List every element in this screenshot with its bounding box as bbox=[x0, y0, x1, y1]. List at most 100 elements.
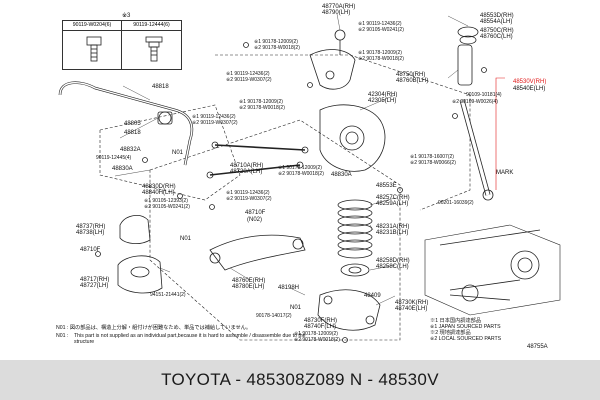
label-48530V-highlighted: 48530V(RH) bbox=[513, 79, 547, 85]
coil-spring bbox=[337, 199, 373, 259]
label-90178-14017: 90178-14017(2) bbox=[256, 313, 292, 319]
label-48760E: 48760E(RH) bbox=[232, 278, 266, 284]
label-48780E: 48780E(LH) bbox=[232, 284, 265, 290]
fastener-group-8-local: ※2 90178-W0066(2) bbox=[410, 160, 456, 166]
fastener-group-10-jp: ※1 90119-12436(2) bbox=[226, 190, 270, 196]
trailing-arm bbox=[317, 289, 381, 331]
suspension-exploded-diagram bbox=[58, 13, 561, 343]
fastener-group-10-local: ※2 90119-W0307(2) bbox=[226, 196, 272, 202]
group-outline-upper bbox=[215, 54, 471, 211]
label-90201-16039: 90201-16039(2) bbox=[438, 200, 474, 206]
fastener-group-4-jp: ※1 90119-12436(2) bbox=[226, 71, 270, 77]
fastener-group-6-local: ※2 90119-W0307(2) bbox=[192, 120, 238, 126]
legend-local-sourced-en: ※2 LOCAL SOURCED PARTS bbox=[430, 336, 502, 342]
label-48553E: 48553E bbox=[376, 183, 397, 189]
label-48790: 48790(LH) bbox=[322, 10, 351, 16]
fastener-group-2-jp: ※1 90178-12009(2) bbox=[254, 39, 298, 45]
fastener-group-8-jp: ※1 90178-16007(2) bbox=[410, 154, 454, 160]
bolt-column-1: 90119-W0204(6) bbox=[63, 21, 121, 31]
label-48540E: 48540E(LH) bbox=[513, 86, 546, 92]
label-48805: 48805 bbox=[124, 121, 141, 127]
label-48730K: 48730K(RH) bbox=[395, 300, 429, 306]
label-48231A: 48231A(RH) bbox=[376, 224, 410, 230]
label-48840H: 48840H(LH) bbox=[142, 190, 175, 196]
fastener-group-6-jp: ※1 90119-12436(2) bbox=[192, 114, 236, 120]
label-48553D: 48553D(RH) bbox=[480, 13, 514, 19]
label-N01-b: N01 bbox=[290, 305, 302, 311]
fastener-group-3-local: ※2 90178-W0018(2) bbox=[358, 56, 404, 62]
link-rod-middle bbox=[209, 164, 301, 176]
label-48554A: 48554A(LH) bbox=[480, 19, 513, 25]
fastener-group-3-jp: ※1 90178-12009(2) bbox=[358, 50, 402, 56]
label-48231B: 48231B(LH) bbox=[376, 230, 409, 236]
label-48832A: 48832A bbox=[120, 147, 141, 153]
mark-label: MARK bbox=[496, 170, 514, 176]
fastener-group-7-local: ※2 90178-W0018(2) bbox=[278, 171, 324, 177]
note-n01-japanese: N01 : 図の部品は、構造上分解・組付けが困難なため、単品では補給していません… bbox=[56, 325, 252, 331]
vehicle-inset-illustration bbox=[424, 224, 561, 316]
spring-seat-lower bbox=[340, 263, 370, 277]
label-42304: 42304(RH) bbox=[368, 92, 398, 98]
upper-control-arm bbox=[309, 49, 356, 90]
fastener-group-9-jp: ※1 90105-12393(2) bbox=[144, 198, 188, 204]
shock-absorber-upper bbox=[457, 44, 473, 86]
part-number-footer: TOYOTA - 485308Z089 N - 48530V bbox=[0, 360, 600, 400]
fastener-group-9-local: ※2 90105-W0241(2) bbox=[144, 204, 190, 210]
bolt-reference-box: 90119-W0204(6) 90119-12444(6) bbox=[62, 20, 182, 70]
label-N01-a: N01 bbox=[172, 150, 184, 156]
note-n01-english: This part is not supplied as an individu… bbox=[74, 333, 306, 345]
label-48710F-b: 48710F bbox=[80, 247, 101, 253]
bushing-left bbox=[158, 111, 172, 125]
shock-highlight-leader bbox=[495, 77, 505, 190]
bracket-left bbox=[157, 111, 173, 125]
label-48737: 48737(RH) bbox=[76, 224, 106, 230]
fastener-group-11-local: ※2 90178-W0018(2) bbox=[294, 337, 340, 343]
label-48750C: 48750C(RH) bbox=[480, 28, 514, 34]
steering-knuckle bbox=[319, 104, 386, 172]
label-48760B: 48760B(LH) bbox=[396, 78, 429, 84]
label-48720A: 48720A(LH) bbox=[230, 169, 263, 175]
label-48258C: 48258C(LH) bbox=[376, 264, 409, 270]
label-90119-12445: 90119-12445(4) bbox=[96, 155, 132, 161]
bolt-symbols bbox=[95, 42, 487, 343]
bolt-column-2: 90119-12444(6) bbox=[122, 21, 181, 31]
insulator-48717 bbox=[117, 255, 163, 294]
label-48710A: 48710A(RH) bbox=[230, 163, 264, 169]
label-48760C: 48760C(LH) bbox=[480, 34, 513, 40]
label-48409: 48409 bbox=[364, 293, 381, 299]
fastener-group-7-jp: ※1 90178-12009(2) bbox=[278, 165, 322, 171]
label-48818-b: 48818 bbox=[124, 130, 141, 136]
fastener-group-1-jp: ※1 90119-12436(2) bbox=[358, 21, 402, 27]
diagram-reference-number: 48755A bbox=[527, 344, 548, 350]
label-48740E: 48740E(LH) bbox=[395, 306, 428, 312]
inset-marker: ※3 bbox=[122, 13, 131, 19]
label-N01-c: N01 bbox=[180, 236, 192, 242]
label-48830D: 48830D(RH) bbox=[142, 184, 176, 190]
label-90109-W0026: ※2 90109-W0026(4) bbox=[452, 99, 498, 105]
fastener-group-11-jp: ※1 90178-12009(2) bbox=[294, 331, 338, 337]
label-48198H: 48198H bbox=[278, 285, 300, 291]
label-48727: 48727(LH) bbox=[80, 283, 109, 289]
fastener-group-5-local: ※2 90178-W0018(2) bbox=[239, 105, 285, 111]
label-48257C: 48257C(RH) bbox=[376, 195, 410, 201]
bolt-icon bbox=[86, 36, 102, 62]
group-outline-lower bbox=[149, 119, 401, 341]
flange-bolt-icon bbox=[145, 36, 163, 62]
label-48818: 48818 bbox=[152, 84, 169, 90]
label-94151-21441: 94151-21441(2) bbox=[150, 292, 186, 298]
label-48750: 48750(RH) bbox=[396, 72, 426, 78]
link-rod-upper bbox=[214, 144, 306, 151]
fastener-group-5-jp: ※1 90178-12009(2) bbox=[239, 99, 283, 105]
label-48770A: 48770A(RH) bbox=[322, 4, 356, 10]
label-48738: 48738(LH) bbox=[76, 230, 105, 236]
fastener-group-2-local: ※2 90178-W0018(2) bbox=[254, 45, 300, 51]
label-48830A: 48830A bbox=[112, 166, 133, 172]
label-48259A: 48259A(LH) bbox=[376, 201, 409, 207]
label-48258D: 48258D(RH) bbox=[376, 258, 410, 264]
insulator-48737 bbox=[119, 215, 151, 244]
label-48710F: 48710F bbox=[245, 210, 266, 216]
legend-japan-sourced-jp: ※1 日本国内調達部品 bbox=[430, 318, 482, 324]
fastener-group-1-local: ※2 90105-W0241(2) bbox=[358, 27, 404, 33]
legend-local-sourced-jp: ※2 現地調達部品 bbox=[430, 330, 471, 336]
